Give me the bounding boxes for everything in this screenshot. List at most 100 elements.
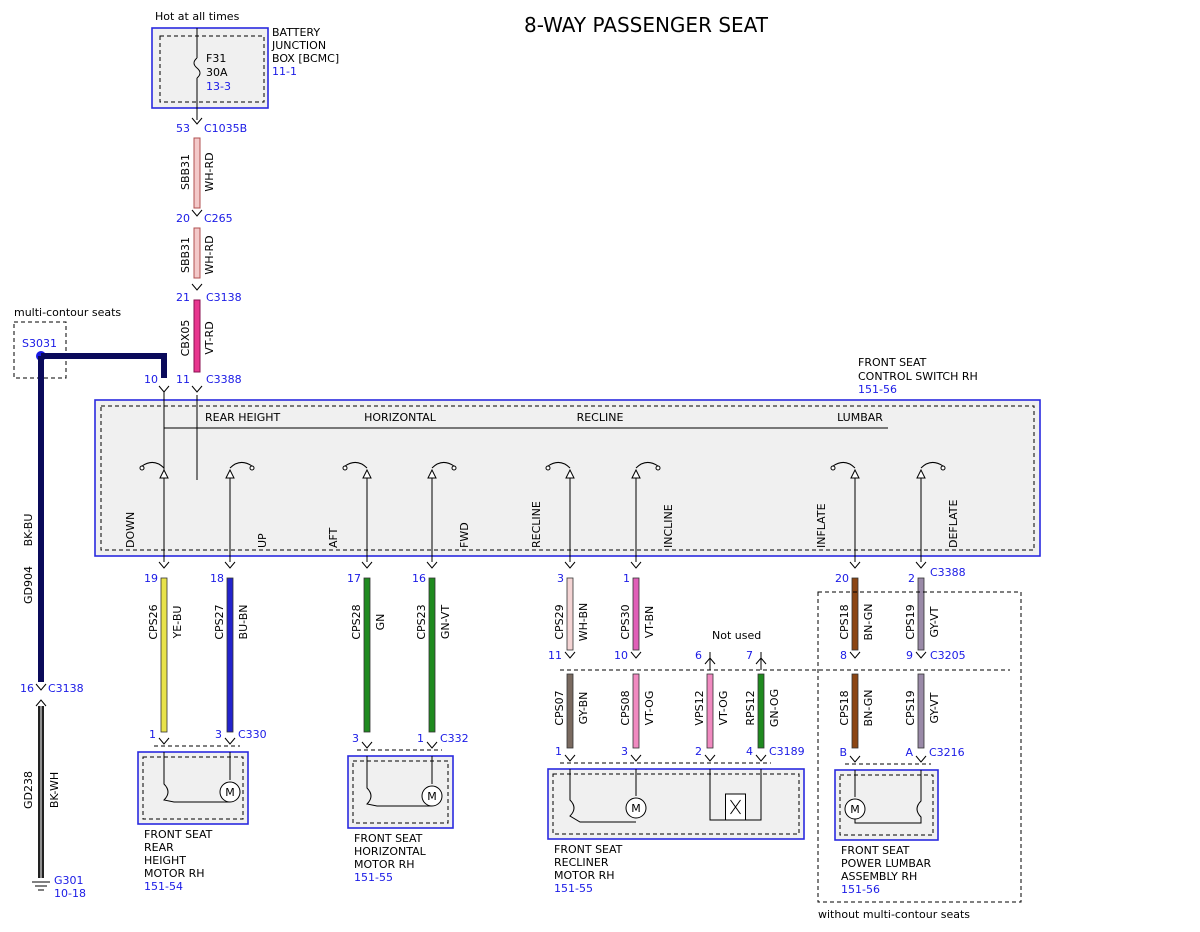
switch-contact-arm [635, 462, 659, 469]
switch-contact-arm [547, 462, 571, 469]
motor-ref: 151-55 [554, 882, 593, 895]
motor-pin-symbol [158, 737, 170, 745]
output-wire [428, 577, 436, 733]
wire-circuit: CPS18 [838, 690, 851, 725]
switch-output-pin: 19 [144, 572, 158, 585]
switch-output-symbol [224, 561, 236, 569]
wire-circuit: CPS27 [213, 604, 226, 639]
wire-circuit: CPS19 [904, 604, 917, 639]
motor-label: RECLINER [554, 856, 609, 869]
switch-name-1: FRONT SEAT [858, 356, 927, 369]
switch-contact-arrow [850, 468, 860, 479]
bcmc-name-1: BATTERY [272, 26, 320, 39]
output-wire-lower [917, 673, 925, 749]
switch-contact-arrow [631, 468, 641, 479]
output-wire [917, 577, 925, 651]
motor-icon-letter: M [850, 803, 860, 816]
switch-output-symbol [426, 561, 438, 569]
switch-name-2: CONTROL SWITCH RH [858, 370, 978, 383]
not-used-note: Not used [712, 629, 761, 642]
ground-id: G301 [54, 874, 84, 887]
bcmc-name-2: JUNCTION [271, 39, 326, 52]
feed-pin-2: 20 [176, 212, 190, 225]
motor-pin: 3 [621, 745, 628, 758]
motor-label: REAR [144, 841, 174, 854]
switch-position-label: RECLINE [530, 501, 543, 548]
ground-symbol [32, 881, 50, 891]
motor-label: HORIZONTAL [354, 845, 427, 858]
motor-box [347, 755, 454, 829]
switch-contact-arm [920, 462, 944, 469]
wire-color: BN-GN [862, 690, 875, 727]
motor-ref: 151-55 [354, 871, 393, 884]
motor-pin-symbol [915, 755, 927, 763]
ground-conn-symbol-2 [35, 699, 47, 707]
output-wire [226, 577, 234, 733]
inline-pin: 6 [695, 649, 702, 662]
output-wire-lower [757, 673, 765, 749]
switch-contact-arrow [159, 468, 169, 479]
switch-contact-node [830, 465, 836, 471]
feed-conn-2: C265 [204, 212, 233, 225]
motor-label: FRONT SEAT [354, 832, 423, 845]
wire-circuit: CPS28 [350, 604, 363, 639]
motor-label: MOTOR RH [354, 858, 415, 871]
motor-label: MOTOR RH [144, 867, 205, 880]
switch-contact-node [940, 465, 946, 471]
motor-pin-symbol [755, 754, 767, 762]
switch-output-symbol [361, 561, 373, 569]
switch-contact-arm [832, 462, 856, 469]
hot-note: Hot at all times [155, 10, 240, 23]
switch-contact-arrow [362, 468, 372, 479]
motor-pin: B [839, 746, 847, 759]
inline-pin-symbol [915, 651, 927, 659]
switch-contacts [139, 392, 946, 562]
wire-color: GY-VT [928, 606, 941, 637]
inline-pin: 10 [614, 649, 628, 662]
ground-conn-id: C3138 [48, 682, 84, 695]
output-wire [566, 577, 574, 651]
ground-conn-pin: 16 [20, 682, 34, 695]
wire-circuit: CPS30 [619, 604, 632, 639]
wire-color: YE-BU [171, 606, 184, 640]
motor-box [547, 768, 805, 840]
inline-pin-symbol [849, 651, 861, 659]
switch-contact-arrow [565, 468, 575, 479]
wire-circuit: CPS19 [904, 690, 917, 725]
switch-contact-node [249, 465, 255, 471]
bcmc-box [151, 27, 269, 109]
switch-section-label: REAR HEIGHT [205, 411, 281, 424]
switch-contact-node [451, 465, 457, 471]
switch-position-label: UP [256, 533, 269, 548]
motor-box-inner [839, 774, 934, 836]
lumbar-region [817, 591, 1022, 903]
wire-color: VT-BN [643, 606, 656, 639]
motor-label: HEIGHT [144, 854, 186, 867]
switch-output-pin: 1 [623, 572, 630, 585]
motor-icon [625, 797, 647, 819]
ground-conn-symbol [35, 683, 47, 691]
motor-pin: 3 [352, 732, 359, 745]
switch-position-label: INCLINE [662, 504, 675, 548]
switch-out-conn: C3388 [930, 566, 966, 579]
switch-contact-arrow [225, 468, 235, 479]
motor-label: FRONT SEAT [841, 844, 910, 857]
switch-contact-arm [431, 462, 455, 469]
switch-output-symbol [630, 561, 642, 569]
switch-contact-node [342, 465, 348, 471]
wire-circuit: VPS12 [693, 690, 706, 725]
switch-section-label: HORIZONTAL [364, 411, 437, 424]
bcmc-inner [159, 35, 265, 103]
switch-contact-arrow [427, 468, 437, 479]
motor-label: FRONT SEAT [144, 828, 213, 841]
motor-internal-wire [162, 752, 230, 803]
wire-circuit: RPS12 [744, 690, 757, 725]
motor-pin: 1 [417, 732, 424, 745]
switch-contact-node [545, 465, 551, 471]
inline-pin-symbol [564, 651, 576, 659]
switch-section-label: LUMBAR [837, 411, 883, 424]
switch-in-symbol-1 [158, 385, 170, 393]
